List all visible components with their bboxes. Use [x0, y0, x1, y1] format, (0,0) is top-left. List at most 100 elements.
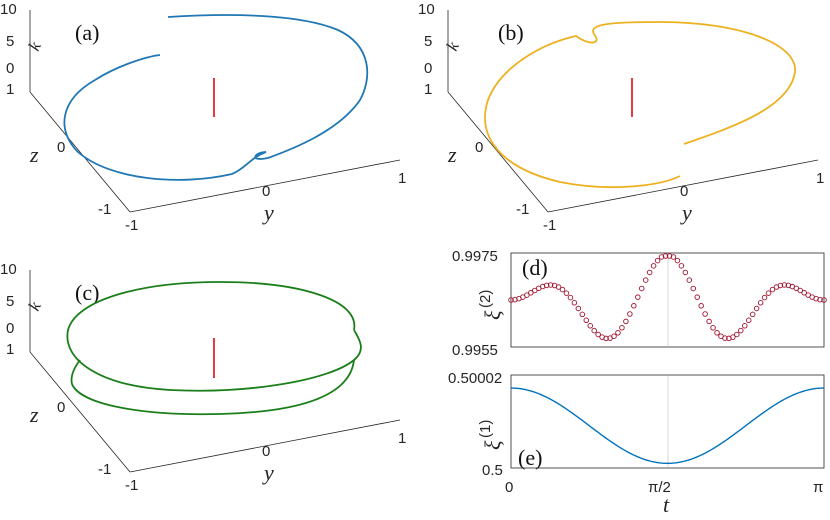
- scatter-point-d: [745, 317, 752, 324]
- scatter-point-d: [587, 323, 593, 329]
- plot-frame-e: [510, 374, 825, 469]
- scatter-point-d: [631, 303, 637, 309]
- scatter-point-d: [567, 294, 574, 301]
- scatter-point-d: [571, 300, 578, 306]
- scatter-point-d: [706, 318, 712, 325]
- panel-b: 10 5 0 k 1 0 -1 z -1 0 1 y (b): [418, 1, 824, 234]
- scatter-point-d: [678, 263, 685, 269]
- scatter-point-d: [646, 269, 653, 276]
- scatter-point-d: [817, 296, 823, 303]
- scatter-point-d: [674, 257, 681, 264]
- scatter-point-d: [666, 253, 673, 259]
- scatter-point-d: [694, 294, 700, 300]
- d-ylabel: ξ (2): [477, 290, 505, 320]
- z-tick-m1: -1: [516, 201, 529, 218]
- scatter-point-d: [662, 253, 669, 259]
- y-tick-0: 0: [262, 443, 270, 460]
- z-axis-line: [29, 351, 131, 473]
- scatter-point-d: [650, 263, 657, 269]
- z-tick-1: 1: [6, 81, 14, 98]
- scatter-point-d: [797, 287, 803, 294]
- z-axis-label: z: [29, 142, 39, 167]
- panel-e: 0.50002 0.5 0 π/2 π t ξ (1) (e): [448, 370, 825, 517]
- scatter-point-d: [583, 317, 590, 324]
- scatter-point-d: [603, 335, 609, 342]
- scatter-point-d: [738, 327, 744, 334]
- scatter-point-d: [579, 311, 586, 318]
- scatter-point-d: [635, 294, 641, 300]
- xi1-sup: (1): [477, 420, 494, 438]
- e-ytick-top: 0.50002: [448, 370, 502, 387]
- panel-label-c: (c): [75, 280, 99, 305]
- scatter-point-d: [757, 300, 764, 306]
- scatter-point-d: [698, 303, 704, 309]
- scatter-point-d: [781, 282, 788, 288]
- scatter-point-d: [555, 284, 562, 290]
- z-tick-m1: -1: [98, 461, 111, 478]
- panel-c: 10 5 0 k 1 0 -1 z -1 0 1 y (c): [0, 261, 406, 494]
- y-tick-1: 1: [816, 170, 824, 187]
- scatter-point-d: [623, 318, 629, 325]
- plot-frame-d: [510, 252, 825, 348]
- e-xtick-0: 0: [505, 479, 513, 496]
- k-axis-label: k: [442, 38, 463, 53]
- scatter-point-d: [777, 282, 784, 289]
- z-tick-0: 0: [57, 139, 65, 156]
- scatter-point-d: [627, 311, 633, 317]
- z-tick-0: 0: [475, 139, 483, 156]
- scatter-point-d: [563, 290, 570, 296]
- scatter-point-d: [722, 335, 728, 341]
- d-ytick-top: 0.9975: [452, 248, 498, 265]
- scatter-point-d: [742, 323, 748, 329]
- curve-c-loop1: [66, 281, 362, 392]
- k-axis-label: k: [24, 298, 45, 313]
- y-tick-m1: -1: [125, 477, 138, 494]
- z-axis-label: z: [29, 402, 39, 427]
- panel-label-b: (b): [498, 20, 524, 45]
- scatter-point-d: [710, 325, 716, 331]
- y-axis-label: y: [262, 200, 274, 225]
- scatter-point-d: [714, 330, 720, 336]
- y-axis-line: [547, 159, 819, 213]
- z-tick-1: 1: [424, 81, 432, 98]
- scatter-point-d: [682, 269, 689, 276]
- k-tick-0: 0: [6, 320, 14, 337]
- scatter-point-d: [508, 297, 514, 303]
- scatter-point-d: [595, 331, 601, 338]
- panel-d: 0.9975 0.9955 ξ (2) (d): [452, 248, 827, 359]
- t-axis-label: t: [663, 492, 670, 517]
- scatter-point-d: [654, 257, 661, 264]
- line-series-e: [510, 387, 825, 465]
- scatter-point-d: [686, 277, 693, 283]
- scatter-point-d: [591, 327, 597, 334]
- k-tick-10: 10: [418, 1, 435, 18]
- y-tick-1: 1: [398, 430, 406, 447]
- y-axis-label: y: [262, 460, 274, 485]
- scatter-point-d: [765, 290, 772, 296]
- scatter-point-d: [753, 305, 760, 312]
- scatter-point-d: [615, 330, 621, 336]
- y-axis-line: [129, 159, 401, 213]
- scatter-point-d: [801, 290, 807, 296]
- e-xtick-pi: π: [813, 479, 823, 496]
- panel-a: 10 5 0 k 1 0 -1 z -1 0 1 y (a): [0, 1, 406, 234]
- d-ytick-bot: 0.9955: [452, 342, 498, 359]
- e-ytick-bot: 0.5: [482, 462, 503, 479]
- scatter-point-d: [642, 277, 649, 283]
- scatter-point-d: [821, 297, 827, 303]
- z-axis-line: [447, 91, 549, 213]
- xi2-label: ξ: [480, 310, 505, 320]
- scatter-point-d: [611, 333, 617, 339]
- scatter-point-d: [702, 311, 708, 317]
- scatter-point-d: [730, 334, 736, 340]
- scatter-point-d: [547, 282, 554, 288]
- scatter-point-d: [761, 294, 768, 301]
- xi2-sup: (2): [477, 290, 494, 308]
- k-tick-10: 10: [0, 261, 17, 278]
- k-axis-label: k: [24, 38, 45, 53]
- scatter-point-d: [524, 292, 530, 298]
- k-tick-0: 0: [424, 60, 432, 77]
- scatter-series-d: [508, 253, 827, 342]
- curve-c-loop2: [70, 359, 355, 416]
